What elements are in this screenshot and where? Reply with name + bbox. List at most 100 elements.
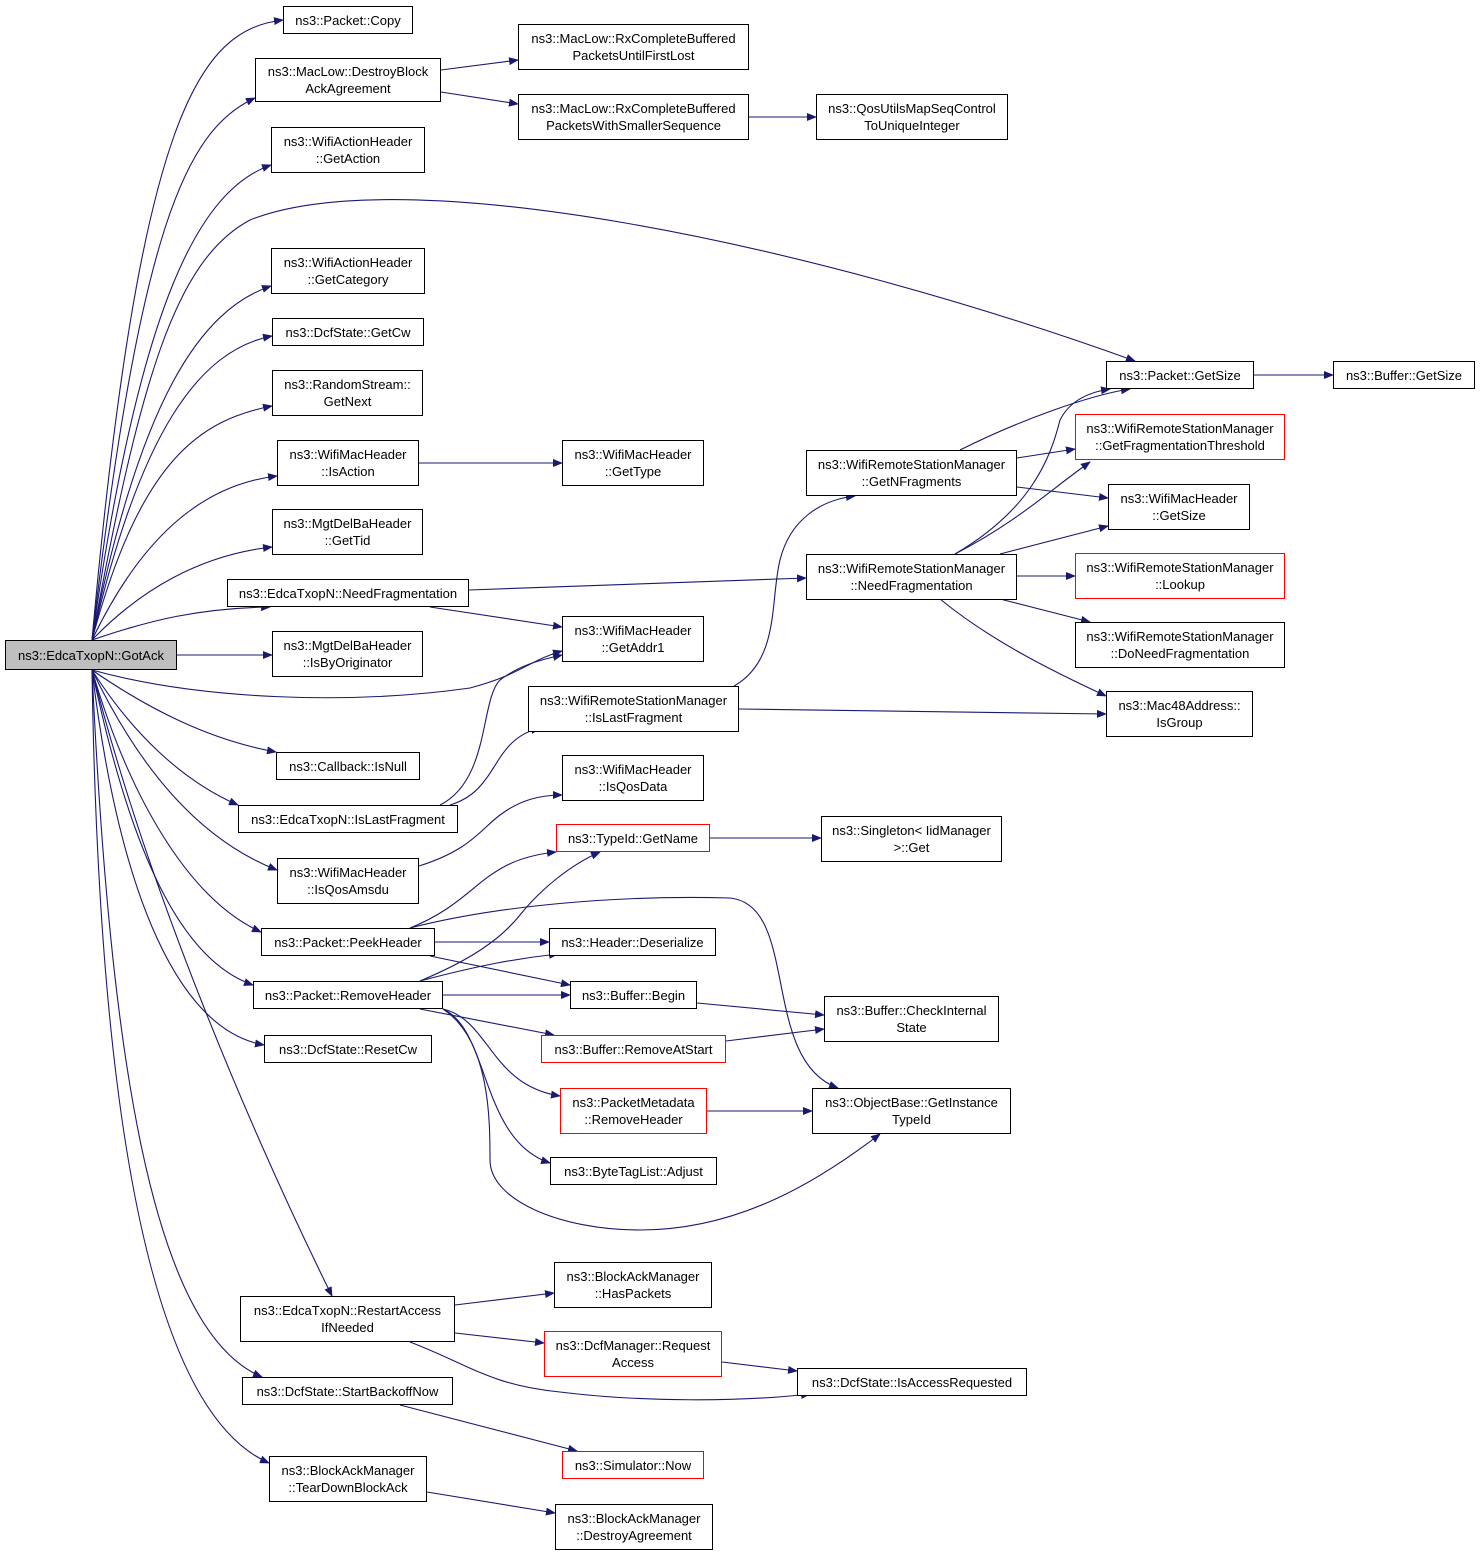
node-getfragthresh[interactable]: ns3::WifiRemoteStationManager::GetFragme…	[1075, 414, 1285, 460]
edge-gotack-to-islastfrag	[91, 669, 239, 806]
node-getnfrag[interactable]: ns3::WifiRemoteStationManager::GetNFragm…	[806, 450, 1017, 496]
edge-removeheader-to-deserialize	[419, 950, 559, 982]
node-isnull[interactable]: ns3::Callback::IsNull	[276, 752, 420, 780]
node-gettid[interactable]: ns3::MgtDelBaHeader::GetTid	[272, 509, 423, 555]
node-label: ns3::EdcaTxopN::NeedFragmentation	[238, 585, 458, 601]
edge-gotack-to-getnext	[91, 403, 273, 641]
node-adjust[interactable]: ns3::ByteTagList::Adjust	[550, 1157, 717, 1185]
edge-gotack-to-restartaccess	[91, 669, 333, 1297]
node-getcategory[interactable]: ns3::WifiActionHeader::GetCategory	[271, 248, 425, 294]
node-bufgetsize[interactable]: ns3::Buffer::GetSize	[1333, 361, 1475, 389]
node-label: ::RemoveHeader	[584, 1112, 683, 1127]
edge-peekheader-to-bufbegin	[429, 955, 571, 988]
node-machdrgetsize[interactable]: ns3::WifiMacHeader::GetSize	[1108, 484, 1250, 530]
node-isqosamsdu[interactable]: ns3::WifiMacHeader::IsQosAmsdu	[277, 858, 419, 904]
edge-getnfrag-to-machdrgetsize	[1016, 486, 1109, 501]
node-label: ns3::WifiRemoteStationManager	[817, 457, 1006, 472]
node-pktgetsize[interactable]: ns3::Packet::GetSize	[1106, 361, 1254, 389]
node-destroyagreement[interactable]: ns3::BlockAckManager::DestroyAgreement	[555, 1504, 713, 1550]
node-label: ns3::DcfState::StartBackoffNow	[256, 1383, 439, 1399]
node-teardown[interactable]: ns3::BlockAckManager::TearDownBlockAck	[269, 1456, 427, 1502]
node-label: ns3::MacLow::RxCompleteBuffered	[531, 101, 736, 116]
node-label: ns3::BlockAckManager	[281, 1463, 415, 1478]
node-resetcw[interactable]: ns3::DcfState::ResetCw	[264, 1035, 432, 1063]
node-label: ns3::Mac48Address::	[1118, 698, 1241, 713]
node-isqosdata[interactable]: ns3::WifiMacHeader::IsQosData	[562, 755, 704, 801]
node-label: ns3::EdcaTxopN::GotAck	[18, 647, 164, 663]
edge-rsmneedfrag-to-pktgetsize	[954, 386, 1111, 555]
edge-islastfrag-to-getaddr1	[439, 653, 563, 806]
node-label: ::GetType	[604, 464, 662, 479]
node-lookup[interactable]: ns3::WifiRemoteStationManager::Lookup	[1075, 553, 1285, 599]
node-needfrag[interactable]: ns3::EdcaTxopN::NeedFragmentation	[227, 579, 469, 607]
node-getaddr1[interactable]: ns3::WifiMacHeader::GetAddr1	[562, 616, 704, 662]
node-removeheader[interactable]: ns3::Packet::RemoveHeader	[253, 981, 443, 1009]
node-simnow[interactable]: ns3::Simulator::Now	[562, 1451, 704, 1479]
node-label: ns3::DcfManager::Request	[555, 1338, 711, 1353]
edge-removeatstart-to-checkinternal	[725, 1026, 825, 1042]
node-gettype[interactable]: ns3::WifiMacHeader::GetType	[562, 440, 704, 486]
edge-gotack-to-pktgetsize	[91, 199, 1136, 641]
node-doneedfrag[interactable]: ns3::WifiRemoteStationManager::DoNeedFra…	[1075, 622, 1285, 668]
node-haspackets[interactable]: ns3::BlockAckManager::HasPackets	[554, 1262, 712, 1308]
node-label: ns3::WifiRemoteStationManager	[1086, 560, 1274, 575]
node-getnext[interactable]: ns3::RandomStream::GetNext	[272, 370, 423, 416]
edge-needfrag-to-rsmneedfrag	[468, 574, 807, 591]
node-label: ns3::Header::Deserialize	[561, 934, 704, 950]
edge-teardown-to-destroyagreement	[426, 1491, 556, 1516]
node-label: ns3::WifiRemoteStationManager	[539, 693, 728, 708]
node-label: ns3::DcfState::GetCw	[285, 324, 411, 340]
node-label: ns3::WifiMacHeader	[574, 623, 692, 638]
node-rsmislast[interactable]: ns3::WifiRemoteStationManager::IsLastFra…	[528, 686, 739, 732]
node-label: ::IsByOriginator	[302, 655, 393, 670]
node-label: ns3::BlockAckManager	[567, 1511, 701, 1526]
node-islastfrag[interactable]: ns3::EdcaTxopN::IsLastFragment	[238, 805, 458, 833]
edge-gotack-to-getaction	[91, 164, 272, 641]
node-label: Access	[612, 1355, 654, 1370]
node-bufbegin[interactable]: ns3::Buffer::Begin	[570, 981, 697, 1009]
node-label: ns3::EdcaTxopN::IsLastFragment	[251, 811, 445, 827]
node-label: ns3::Packet::RemoveHeader	[264, 987, 432, 1003]
node-label: ns3::WifiMacHeader	[574, 762, 692, 777]
node-startbackoff[interactable]: ns3::DcfState::StartBackoffNow	[242, 1377, 453, 1405]
edge-gotack-to-isqosamsdu	[91, 669, 278, 871]
node-peekheader[interactable]: ns3::Packet::PeekHeader	[261, 928, 435, 956]
node-gotack: ns3::EdcaTxopN::GotAck	[5, 640, 177, 670]
node-label: ns3::MgtDelBaHeader	[283, 638, 412, 653]
node-isaccessreq[interactable]: ns3::DcfState::IsAccessRequested	[797, 1368, 1027, 1396]
node-label: ns3::WifiMacHeader	[289, 865, 407, 880]
node-pmremoveheader[interactable]: ns3::PacketMetadata::RemoveHeader	[560, 1088, 707, 1134]
edge-gotack-to-removeheader	[91, 669, 254, 986]
node-label: ns3::TypeId::GetName	[567, 830, 699, 846]
node-getcw[interactable]: ns3::DcfState::GetCw	[272, 318, 424, 346]
node-label: ns3::Buffer::RemoveAtStart	[554, 1041, 713, 1057]
node-isbyorig[interactable]: ns3::MgtDelBaHeader::IsByOriginator	[272, 631, 423, 677]
node-label: PacketsUntilFirstLost	[572, 48, 695, 63]
node-getname[interactable]: ns3::TypeId::GetName	[556, 824, 710, 852]
node-copy[interactable]: ns3::Packet::Copy	[283, 6, 413, 34]
node-label: ns3::WifiMacHeader	[1120, 491, 1238, 506]
node-deserialize[interactable]: ns3::Header::Deserialize	[549, 928, 716, 956]
node-label: ns3::RandomStream::	[284, 377, 411, 392]
node-isgroup[interactable]: ns3::Mac48Address::IsGroup	[1106, 691, 1253, 737]
edge-removeheader-to-adjust	[442, 1008, 551, 1164]
node-singleton[interactable]: ns3::Singleton< IidManager>::Get	[821, 816, 1002, 862]
edge-rsmislast-to-isgroup	[738, 708, 1107, 718]
edge-gotack-to-peekheader	[91, 669, 262, 933]
node-label: ::Lookup	[1155, 577, 1205, 592]
node-label: TypeId	[891, 1112, 932, 1127]
node-label: ns3::DcfState::ResetCw	[279, 1041, 417, 1057]
node-getaction[interactable]: ns3::WifiActionHeader::GetAction	[271, 127, 425, 173]
node-label: AckAgreement	[305, 81, 391, 96]
node-rsmneedfrag[interactable]: ns3::WifiRemoteStationManager::NeedFragm…	[806, 554, 1017, 600]
node-removeatstart[interactable]: ns3::Buffer::RemoveAtStart	[541, 1035, 726, 1063]
node-isaction[interactable]: ns3::WifiMacHeader::IsAction	[277, 440, 419, 486]
